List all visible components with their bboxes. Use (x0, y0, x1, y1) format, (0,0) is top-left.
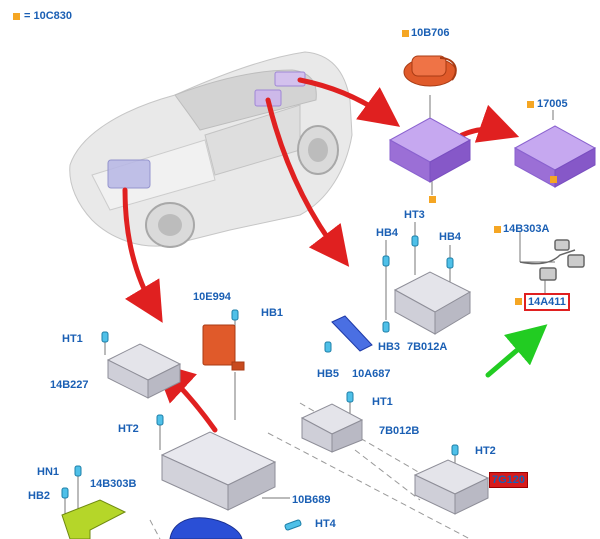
label-hb1: HB1 (261, 307, 284, 319)
label-17005: 17005 (537, 98, 568, 110)
label-10e994: 10E994 (193, 291, 231, 303)
label-14a411: 14A411 (524, 293, 570, 311)
marker-14b303a (494, 226, 501, 233)
marker-14a411 (515, 298, 522, 305)
label-hb2: HB2 (28, 490, 51, 502)
label-hb4-right: HB4 (439, 231, 462, 243)
label-7g120: 7G120 (489, 472, 529, 488)
flow-arrows (122, 77, 520, 433)
label-ht2-right: HT2 (475, 445, 496, 457)
label-ht4: HT4 (315, 518, 336, 530)
green-arrow (485, 324, 548, 378)
label-10b706: 10B706 (411, 27, 450, 39)
label-ht3: HT3 (404, 209, 425, 221)
label-hn1: HN1 (37, 466, 60, 478)
label-ht2-left: HT2 (118, 423, 139, 435)
component-7b012a (393, 271, 472, 335)
label-14b303a: 14B303A (503, 223, 550, 235)
label-ht1-right: HT1 (372, 396, 393, 408)
label-14b303b: 14B303B (90, 478, 137, 490)
label-7b012b: 7B012B (379, 425, 420, 437)
legend-swatch (13, 13, 20, 20)
component-10b706 (403, 55, 457, 87)
legend-text: = 10C830 (24, 10, 73, 22)
marker-17005 (527, 101, 534, 108)
label-hb3: HB3 (378, 341, 401, 353)
marker-10b706 (402, 30, 409, 37)
component-10e994 (202, 324, 245, 371)
module-purple-left (388, 117, 472, 183)
component-7g120 (413, 459, 490, 515)
component-14b227 (106, 343, 182, 399)
connector-pins (61, 235, 459, 531)
marker-10c830-a (429, 196, 436, 203)
label-10a687: 10A687 (352, 368, 391, 380)
component-14b303a (519, 239, 585, 281)
component-14b303b (61, 499, 127, 539)
component-10a687 (331, 315, 373, 352)
marker-10c830-b (550, 176, 557, 183)
module-purple-right (513, 125, 597, 188)
label-7b012a: 7B012A (407, 341, 448, 353)
component-7b012b (300, 403, 364, 453)
label-10b689: 10B689 (292, 494, 331, 506)
component-10b689 (160, 431, 277, 511)
label-14b227: 14B227 (50, 379, 89, 391)
label-hb5: HB5 (317, 368, 340, 380)
component-blue-bottom (169, 517, 243, 539)
label-ht1-left: HT1 (62, 333, 83, 345)
label-hb4-left: HB4 (376, 227, 399, 239)
